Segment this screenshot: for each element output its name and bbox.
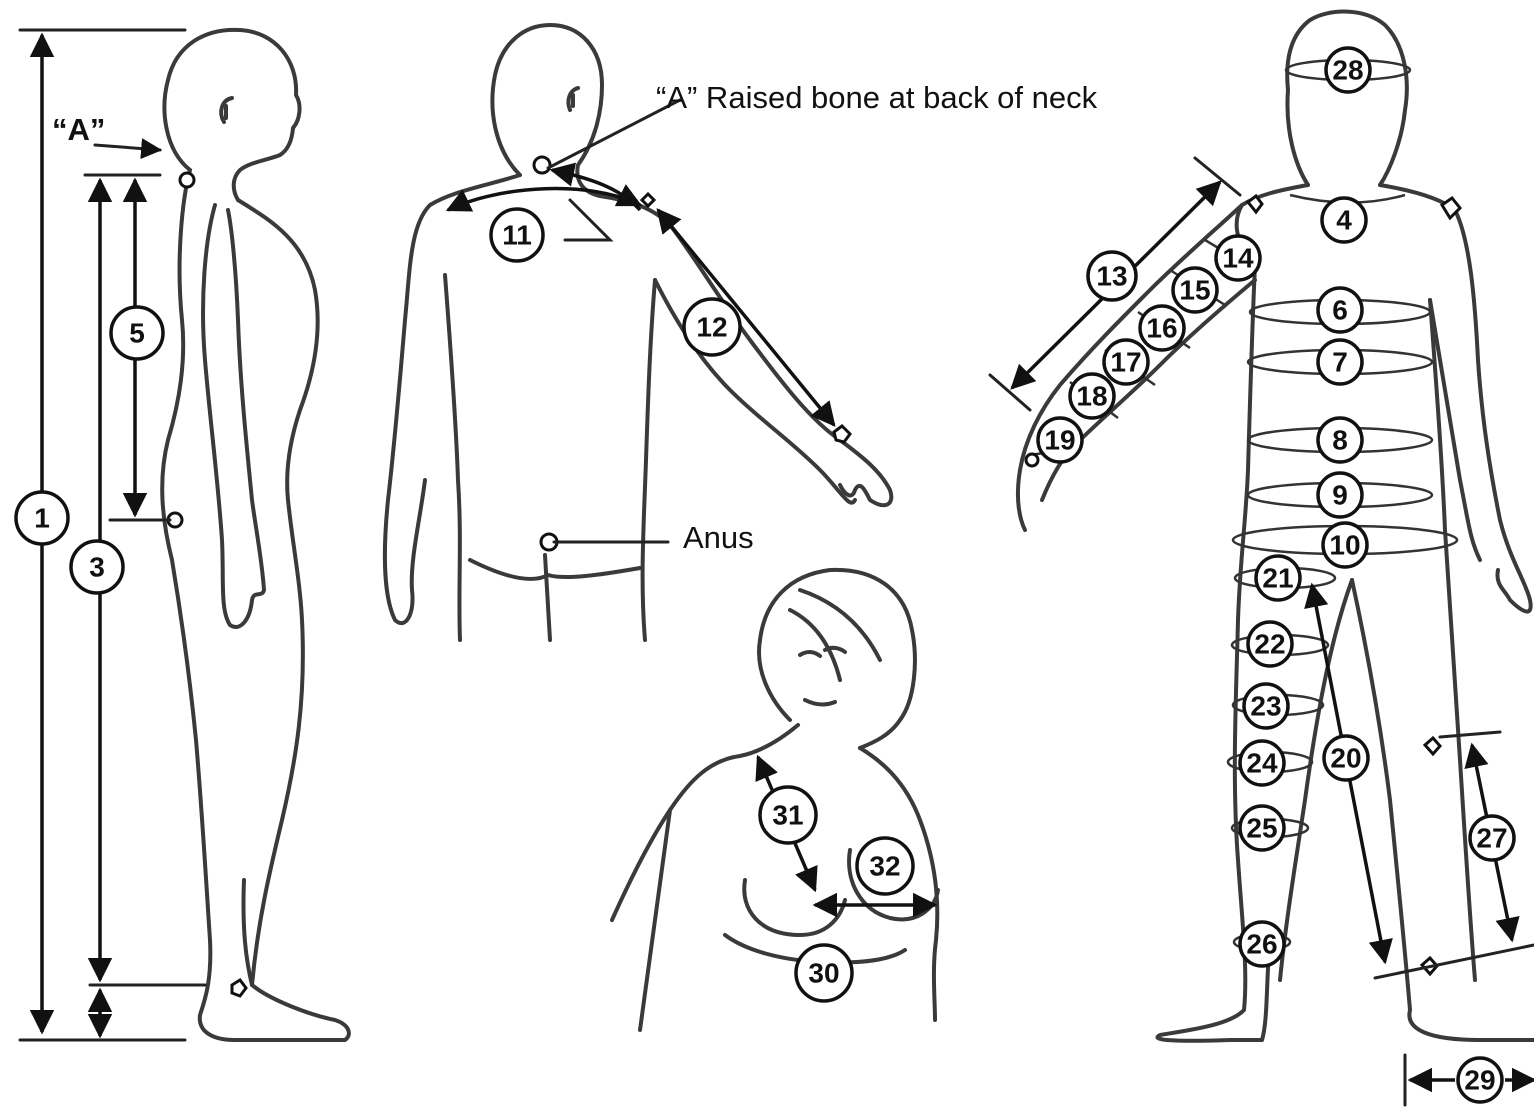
wrist-point-front (1026, 454, 1038, 466)
point-a-side (180, 173, 194, 187)
marker-23: 23 (1244, 684, 1288, 728)
svg-text:15: 15 (1179, 275, 1210, 306)
marker-19: 19 (1038, 418, 1082, 462)
marker-22: 22 (1248, 622, 1292, 666)
svg-text:14: 14 (1222, 243, 1254, 274)
svg-text:1: 1 (34, 503, 50, 534)
svg-text:18: 18 (1076, 381, 1107, 412)
marker-11: 11 (491, 209, 543, 261)
svg-text:4: 4 (1336, 205, 1352, 236)
svg-text:7: 7 (1332, 347, 1348, 378)
svg-text:9: 9 (1332, 480, 1348, 511)
shoulder-point-back (642, 194, 654, 206)
svg-text:11: 11 (502, 220, 532, 251)
marker-5: 5 (111, 307, 163, 359)
svg-text:22: 22 (1254, 629, 1285, 660)
svg-text:6: 6 (1332, 295, 1348, 326)
marker-17: 17 (1104, 340, 1148, 384)
back-view-measure-lines (448, 100, 834, 542)
svg-text:26: 26 (1246, 929, 1277, 960)
marker-27: 27 (1470, 816, 1514, 860)
marker-24: 24 (1240, 741, 1284, 785)
ankle-point (232, 980, 246, 996)
point-a-back (534, 157, 550, 173)
marker-21: 21 (1256, 556, 1300, 600)
svg-text:23: 23 (1250, 691, 1281, 722)
svg-text:24: 24 (1246, 748, 1278, 779)
marker-14: 14 (1216, 236, 1260, 280)
marker-1: 1 (16, 492, 68, 544)
marker-31: 31 (760, 787, 816, 843)
marker-26: 26 (1240, 922, 1284, 966)
knee-point (1425, 738, 1440, 754)
svg-text:10: 10 (1329, 530, 1360, 561)
marker-28: 28 (1326, 48, 1370, 92)
marker-18: 18 (1070, 374, 1114, 418)
marker-3: 3 (71, 541, 123, 593)
front-view-figure (1018, 12, 1534, 1041)
svg-text:5: 5 (129, 318, 145, 349)
svg-text:29: 29 (1464, 1065, 1495, 1096)
svg-text:20: 20 (1330, 743, 1361, 774)
point-a-side-label: “A” (52, 112, 105, 147)
wrist-point (834, 426, 850, 442)
svg-text:31: 31 (772, 800, 803, 831)
marker-29: 29 (1458, 1058, 1502, 1102)
marker-12: 12 (684, 299, 740, 355)
svg-text:28: 28 (1332, 55, 1363, 86)
svg-text:16: 16 (1146, 313, 1177, 344)
marker-20: 20 (1324, 736, 1368, 780)
marker-16: 16 (1140, 306, 1184, 350)
marker-15: 15 (1173, 268, 1217, 312)
marker-4: 4 (1322, 198, 1366, 242)
side-view-figure (162, 30, 349, 1040)
marker-13: 13 (1088, 252, 1136, 300)
svg-text:25: 25 (1246, 813, 1277, 844)
marker-32: 32 (857, 838, 913, 894)
anus-label: Anus (683, 520, 754, 555)
svg-text:17: 17 (1110, 347, 1141, 378)
back-view-figure (385, 25, 891, 640)
svg-text:21: 21 (1262, 563, 1293, 594)
marker-30: 30 (796, 945, 852, 1001)
marker-25: 25 (1240, 806, 1284, 850)
svg-text:13: 13 (1096, 261, 1127, 292)
svg-text:19: 19 (1044, 425, 1075, 456)
svg-text:8: 8 (1332, 425, 1348, 456)
marker-9: 9 (1318, 473, 1362, 517)
marker-6: 6 (1318, 288, 1362, 332)
svg-text:3: 3 (89, 552, 105, 583)
marker-8: 8 (1318, 418, 1362, 462)
svg-text:32: 32 (869, 851, 900, 882)
marker-10: 10 (1323, 523, 1367, 567)
svg-text:27: 27 (1476, 823, 1507, 854)
marker-7: 7 (1318, 340, 1362, 384)
svg-text:30: 30 (808, 958, 839, 989)
svg-text:12: 12 (696, 312, 727, 343)
point-a-back-label: “A” Raised bone at back of neck (656, 80, 1098, 115)
